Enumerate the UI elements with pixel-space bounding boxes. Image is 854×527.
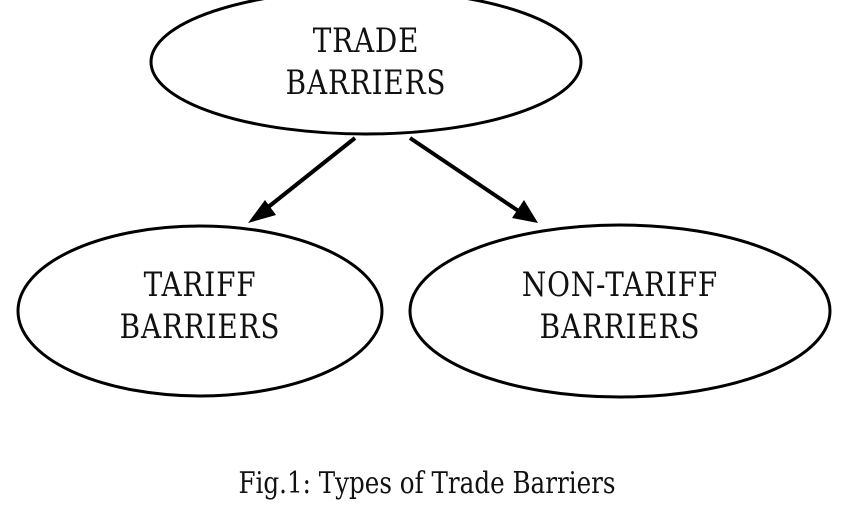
non-tariff-node-label: NON-TARIFF BARRIERS <box>456 264 784 348</box>
non-tariff-node-ellipse <box>408 223 832 399</box>
arrow-to-tariff <box>260 136 357 214</box>
root-node-ellipse <box>149 0 583 136</box>
arrowhead-non-tariff <box>512 200 538 223</box>
tariff-label-line1: TARIFF <box>143 265 257 305</box>
root-node-label: TRADE BARRIERS <box>243 20 489 104</box>
arrowhead-tariff <box>248 200 276 223</box>
non-tariff-label-line2: BARRIERS <box>539 307 701 347</box>
tariff-node-ellipse <box>16 224 384 398</box>
non-tariff-label-line1: NON-TARIFF <box>521 265 719 305</box>
root-label-line1: TRADE <box>312 21 420 61</box>
tariff-label-line2: BARRIERS <box>119 307 281 347</box>
root-label-line2: BARRIERS <box>285 63 447 103</box>
tariff-node-label: TARIFF BARRIERS <box>77 264 323 348</box>
arrow-to-non-tariff <box>408 136 522 214</box>
figure-caption: Fig.1: Types of Trade Barriers <box>238 466 616 501</box>
